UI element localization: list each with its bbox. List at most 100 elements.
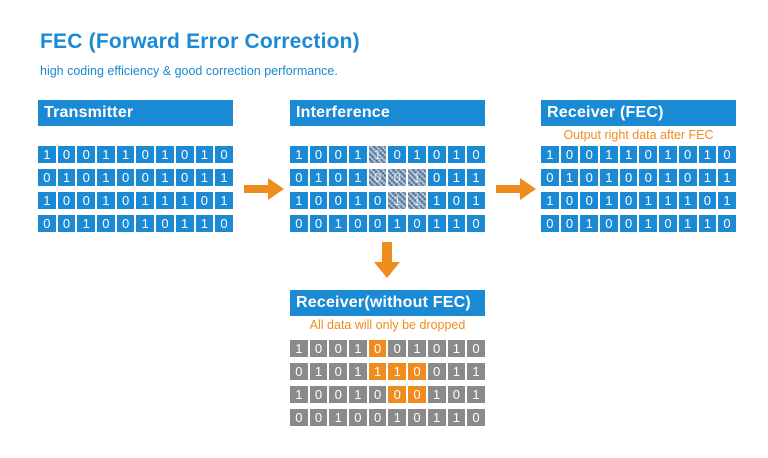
bit-cell: 1 [427, 409, 446, 426]
bit-cell: 1 [427, 386, 446, 403]
bit-cell: 0 [329, 192, 348, 209]
bit-cell: 1 [349, 169, 367, 186]
bit-cell: 0 [290, 169, 308, 186]
bit-cell: 1 [388, 215, 407, 232]
bit-cell: 1 [136, 192, 155, 209]
bit-cell: 1 [57, 169, 76, 186]
bit-cell: 0 [580, 146, 599, 163]
arrow-down-icon [374, 242, 400, 278]
bit-cell: 0 [408, 409, 426, 426]
bit-cell: 0 [57, 146, 76, 163]
bit-cell: 1 [290, 192, 308, 209]
diagram-title: FEC (Forward Error Correction) [40, 30, 360, 53]
bit-cell: 0 [77, 192, 96, 209]
bit-cell: 1 [447, 363, 466, 380]
bit-cell: 1 [290, 146, 308, 163]
bit-cell: 0 [368, 192, 387, 209]
bit-cell: 0 [329, 363, 348, 380]
bit-cell: 0 [309, 192, 328, 209]
bit-cell: 1 [580, 215, 599, 232]
receiver-no-fec-header: Receiver(without FEC) [290, 290, 485, 316]
error-bit-cell: 0 [408, 386, 426, 403]
bit-cell: 0 [447, 192, 466, 209]
bit-cell: 0 [215, 146, 233, 163]
bit-cell: 1 [156, 169, 174, 186]
bit-cell: 1 [467, 192, 485, 209]
arrow-right-icon [244, 178, 284, 200]
bit-cell: 1 [698, 215, 717, 232]
bit-cell: 0 [718, 215, 736, 232]
receiver-fec-header: Receiver (FEC) [541, 100, 736, 126]
bit-cell: 0 [136, 169, 155, 186]
arrow-right-icon [496, 178, 536, 200]
bit-cell: 0 [57, 215, 76, 232]
bit-cell: 1 [349, 146, 367, 163]
bit-cell: 0 [77, 146, 96, 163]
bit-cell: 1 [97, 192, 115, 209]
receiver-fec-note: Output right data after FEC [563, 128, 714, 142]
transmitter-header: Transmitter [38, 100, 233, 126]
bit-cell: 0 [560, 215, 579, 232]
bit-cell: 1 [97, 169, 115, 186]
bit-cell: 1 [467, 363, 485, 380]
bit-cell: 1 [447, 169, 466, 186]
bit-cell: 1 [195, 169, 214, 186]
bit-cell: 1 [659, 146, 677, 163]
bit-cell: 1 [600, 169, 618, 186]
bit-cell: 0 [698, 192, 717, 209]
bit-cell: 0 [116, 215, 135, 232]
bit-cell: 0 [175, 146, 194, 163]
bit-cell: 1 [678, 192, 697, 209]
bit-cell: 0 [388, 340, 407, 357]
bit-cell: 0 [290, 215, 308, 232]
bit-cell: 0 [309, 409, 328, 426]
bit-cell: 0 [467, 146, 485, 163]
bit-cell: 0 [541, 215, 559, 232]
bit-cell: 1 [541, 192, 559, 209]
bit-cell: 1 [38, 192, 56, 209]
bit-cell: 1 [38, 146, 56, 163]
noisy-bit-cell: 0 [368, 169, 387, 186]
bit-cell: 1 [349, 340, 367, 357]
bit-cell: 1 [447, 215, 466, 232]
bit-cell: 1 [718, 169, 736, 186]
diagram-subtitle: high coding efficiency & good correction… [40, 64, 338, 78]
bit-cell: 0 [718, 146, 736, 163]
bit-cell: 0 [678, 169, 697, 186]
bit-cell: 0 [619, 169, 638, 186]
bit-cell: 0 [427, 340, 446, 357]
bit-cell: 1 [215, 192, 233, 209]
receiver-no-fec-note: All data will only be dropped [309, 318, 466, 332]
bit-cell: 1 [175, 215, 194, 232]
error-bit-cell: 1 [368, 363, 387, 380]
interference-header: Interference [290, 100, 485, 126]
bit-cell: 0 [329, 386, 348, 403]
bit-cell: 0 [427, 169, 446, 186]
bit-cell: 0 [77, 169, 96, 186]
bit-cell: 0 [329, 169, 348, 186]
bit-cell: 1 [541, 146, 559, 163]
bit-cell: 0 [560, 146, 579, 163]
bit-cell: 1 [447, 409, 466, 426]
bit-cell: 1 [136, 215, 155, 232]
noisy-bit-cell: 1 [388, 192, 407, 209]
error-bit-cell: 0 [388, 386, 407, 403]
bit-cell: 1 [195, 146, 214, 163]
bit-cell: 1 [290, 386, 308, 403]
bit-cell: 0 [38, 215, 56, 232]
bit-cell: 0 [580, 192, 599, 209]
bit-cell: 1 [467, 386, 485, 403]
bit-cell: 0 [116, 192, 135, 209]
bit-cell: 0 [639, 146, 658, 163]
bit-cell: 0 [309, 215, 328, 232]
